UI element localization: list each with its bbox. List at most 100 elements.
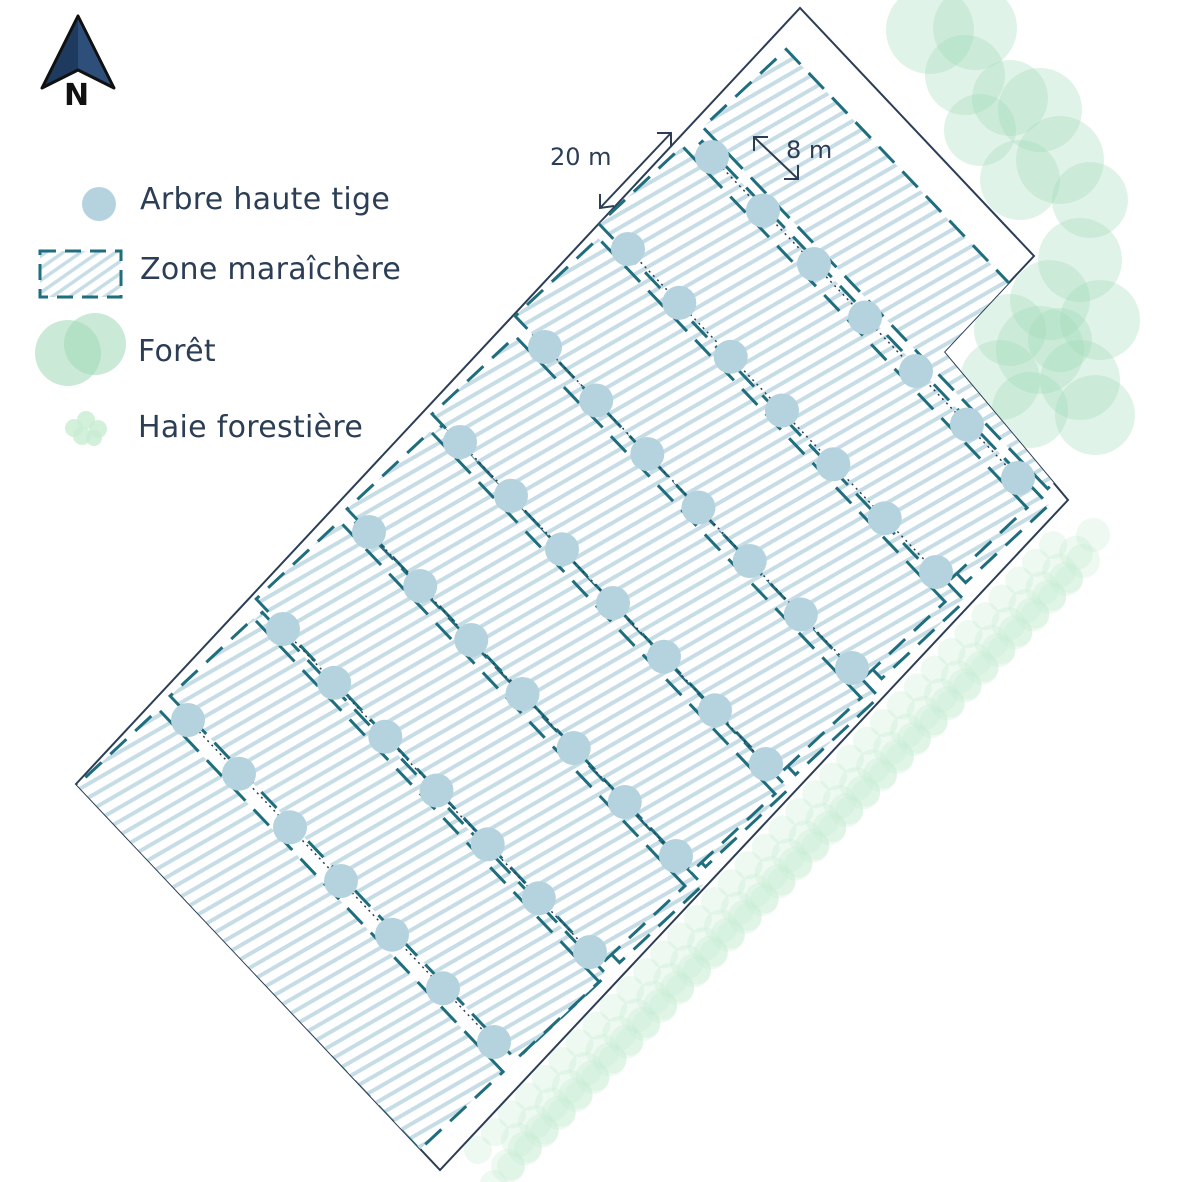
forest-tree — [996, 306, 1084, 394]
hedge-shrub — [768, 815, 797, 844]
high-stem-tree — [611, 232, 645, 266]
hedge-shrub — [1004, 618, 1033, 647]
high-stem-tree — [746, 193, 780, 228]
high-stem-tree — [698, 693, 732, 728]
hedge-shrub — [802, 780, 831, 809]
hedge-shrub — [670, 945, 705, 980]
hedge-shrub — [1059, 535, 1094, 570]
hedge-shrub — [954, 619, 983, 648]
hedge-shrub — [930, 686, 965, 721]
hedge-shrub — [754, 856, 789, 891]
hedge-shrub — [703, 909, 738, 944]
hedge-shrub — [812, 810, 847, 845]
hedge-shrub — [700, 886, 729, 915]
high-stem-tree — [505, 677, 540, 711]
hedge-shrub — [1039, 531, 1067, 559]
hedge-shrub — [988, 584, 1017, 613]
forest-hedge — [464, 518, 1110, 1182]
hedge-shrub — [940, 660, 975, 695]
hedge-shrub — [953, 671, 982, 700]
hedge-shrub — [902, 725, 931, 754]
hedge-shrub — [1032, 579, 1067, 614]
hedge-shrub — [869, 708, 898, 737]
hedge-shrub — [636, 980, 671, 1015]
high-stem-tree — [454, 623, 489, 657]
forest-tree — [980, 140, 1060, 220]
vegetable-zone — [512, 236, 948, 682]
hedge-shrub — [970, 653, 999, 682]
hedge-shrub — [666, 974, 695, 1003]
hedge-shrub — [987, 636, 1016, 665]
hedge-shrub — [599, 993, 628, 1022]
hedge-shrub — [795, 828, 830, 863]
hedge-shrub — [480, 1118, 509, 1147]
hedge-shrub — [750, 885, 779, 914]
hedge-shrub — [1015, 597, 1050, 632]
hedge-shrub — [501, 1123, 535, 1157]
hedge-shrub — [530, 1116, 559, 1145]
hedge-shrub — [835, 796, 864, 825]
high-stem-tree — [797, 247, 831, 281]
vegetable-zone — [254, 519, 688, 966]
hedge-shrub — [896, 721, 931, 756]
hedge-shrub — [991, 606, 1026, 641]
hedge-shrub — [598, 1045, 627, 1074]
hedge-shrub — [737, 873, 772, 908]
hedge-shrub — [548, 1047, 577, 1076]
north-label: N — [64, 78, 90, 113]
hedge-shrub — [517, 1105, 552, 1140]
hedge-shrub — [687, 927, 722, 962]
high-stem-tree — [426, 971, 460, 1006]
hedge-shrub — [558, 1077, 593, 1112]
hedge-shrub — [1066, 544, 1100, 578]
hedge-shrub — [496, 1152, 525, 1181]
hedge-shrub — [920, 655, 949, 684]
hedge-shrub — [846, 775, 881, 810]
high-stem-tree — [375, 917, 409, 952]
high-stem-tree — [749, 747, 783, 781]
high-stem-tree — [443, 425, 477, 459]
high-stem-tree — [477, 1025, 511, 1059]
hedge-shrub — [771, 838, 806, 873]
high-stem-tree — [521, 881, 556, 916]
forest-tree — [998, 68, 1082, 152]
hedge-shrub — [788, 820, 823, 855]
hedge-shrub — [1042, 553, 1077, 588]
hedge-shrub — [818, 814, 847, 843]
high-stem-tree — [579, 383, 614, 418]
hedge-shrub — [653, 962, 688, 997]
hedge-shrub — [565, 1029, 594, 1058]
hedge-shrub — [733, 903, 762, 932]
forest-tree — [1040, 340, 1120, 420]
hedge-shrub — [947, 668, 982, 703]
forest-tree — [974, 294, 1046, 366]
hedge-shrub — [805, 802, 840, 837]
hedge-shrub — [720, 891, 755, 926]
hedge-shrub — [464, 1136, 492, 1164]
hedge-shrub — [981, 632, 1016, 667]
hedge-shrub — [699, 938, 728, 967]
high-stem-tree — [222, 756, 256, 791]
vegetable-zone — [167, 616, 602, 1062]
high-stem-tree — [1001, 461, 1035, 495]
forest-tree — [1010, 260, 1090, 340]
tree-circle-icon — [82, 187, 116, 221]
hedge-shrub — [497, 1100, 526, 1129]
hedge-shrub — [957, 642, 992, 677]
hedge-shrub — [575, 1060, 610, 1095]
high-stem-tree — [659, 839, 693, 873]
hedge-shrub — [1021, 600, 1050, 629]
hedge-shrub — [919, 707, 948, 736]
hedge-shrub — [581, 1063, 610, 1092]
hedge-shrub — [863, 757, 898, 792]
high-stem-tree — [171, 703, 205, 737]
hedge-shrub — [1055, 565, 1083, 593]
hedge-shrub — [761, 864, 796, 899]
hedge-shrub — [1008, 589, 1043, 624]
hedge-shrub — [585, 1034, 620, 1069]
hedge-shrub — [677, 953, 712, 988]
hedge-shrub — [524, 1113, 559, 1148]
hedge-shrub — [886, 691, 915, 720]
hedge-shrub — [879, 739, 914, 774]
